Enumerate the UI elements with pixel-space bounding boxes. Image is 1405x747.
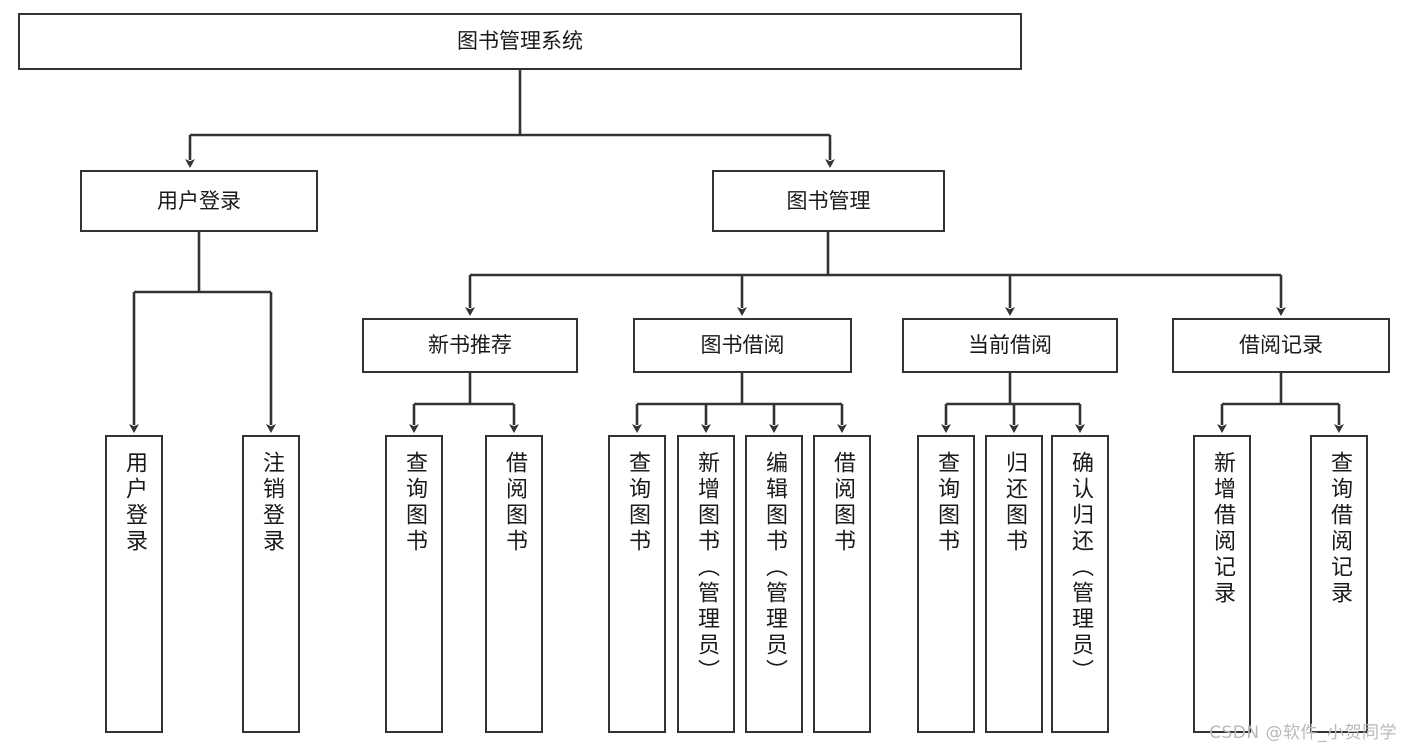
node-current-borrow[interactable]: 当前借阅 <box>902 318 1118 373</box>
leaf-borrow-add-book-admin[interactable]: 新增图书（管理员） <box>677 435 735 733</box>
node-label: 借阅图书 <box>502 451 527 555</box>
node-label: 用户登录 <box>157 188 241 213</box>
leaf-records-add-record[interactable]: 新增借阅记录 <box>1193 435 1251 733</box>
watermark: CSDN @软件_小贺同学 <box>1209 723 1397 743</box>
node-label: 借阅记录 <box>1239 333 1323 357</box>
leaf-current-return-book[interactable]: 归还图书 <box>985 435 1043 733</box>
node-label: 归还图书 <box>1002 451 1027 555</box>
node-borrow-records[interactable]: 借阅记录 <box>1172 318 1390 373</box>
leaf-borrow-borrow-book[interactable]: 借阅图书 <box>813 435 871 733</box>
node-label: 注销登录 <box>259 451 284 555</box>
node-user-login[interactable]: 用户登录 <box>80 170 318 232</box>
node-label: 确认归还（管理员） <box>1068 451 1093 685</box>
node-label: 查询图书 <box>625 451 650 555</box>
node-label: 图书管理系统 <box>457 29 583 53</box>
node-label: 查询图书 <box>402 451 427 555</box>
node-root-library-management-system[interactable]: 图书管理系统 <box>18 13 1022 70</box>
node-label: 查询图书 <box>934 451 959 555</box>
node-label: 新增图书（管理员） <box>694 451 719 685</box>
node-label: 图书管理 <box>786 188 871 213</box>
leaf-borrow-query-book[interactable]: 查询图书 <box>608 435 666 733</box>
node-book-borrow[interactable]: 图书借阅 <box>633 318 852 373</box>
node-label: 新书推荐 <box>428 333 512 357</box>
node-label: 当前借阅 <box>968 333 1052 357</box>
leaf-borrow-edit-book-admin[interactable]: 编辑图书（管理员） <box>745 435 803 733</box>
leaf-recommend-borrow-book[interactable]: 借阅图书 <box>485 435 543 733</box>
node-label: 新增借阅记录 <box>1210 451 1235 607</box>
node-label: 图书借阅 <box>700 333 785 357</box>
leaf-recommend-query-book[interactable]: 查询图书 <box>385 435 443 733</box>
node-label: 查询借阅记录 <box>1327 451 1352 607</box>
leaf-current-query-book[interactable]: 查询图书 <box>917 435 975 733</box>
node-new-book-recommend[interactable]: 新书推荐 <box>362 318 578 373</box>
leaf-user-login-logout[interactable]: 注销登录 <box>242 435 300 733</box>
node-label: 编辑图书（管理员） <box>762 451 787 685</box>
node-label: 借阅图书 <box>830 451 855 555</box>
leaf-user-login-login[interactable]: 用户登录 <box>105 435 163 733</box>
leaf-records-query-record[interactable]: 查询借阅记录 <box>1310 435 1368 733</box>
node-book-management[interactable]: 图书管理 <box>712 170 945 232</box>
leaf-current-confirm-return-admin[interactable]: 确认归还（管理员） <box>1051 435 1109 733</box>
node-label: 用户登录 <box>122 451 147 555</box>
